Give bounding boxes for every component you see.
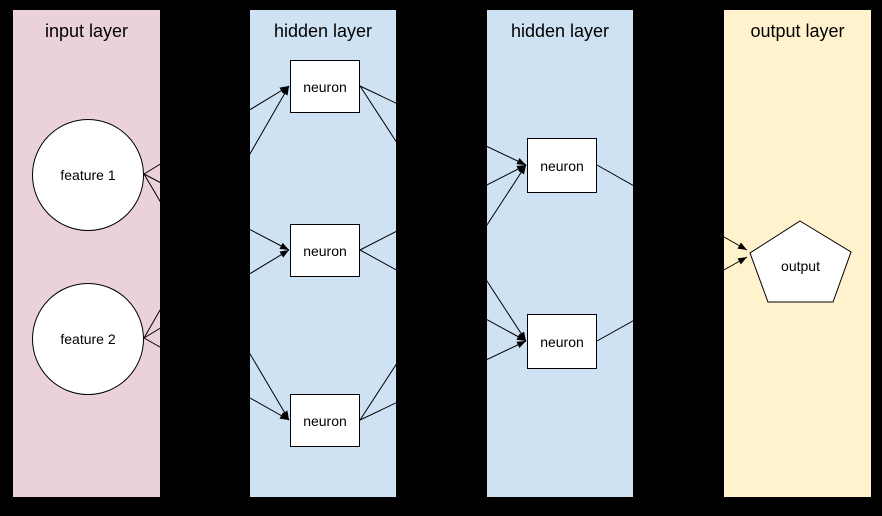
node-feature-1: feature 1 [32, 119, 144, 231]
node-hidden1-neuron-2: neuron [290, 224, 360, 277]
node-feature-2: feature 2 [32, 283, 144, 395]
layer-title-output: output layer [750, 21, 845, 41]
layer-panel-input: input layer [13, 10, 160, 497]
pentagon-shape [749, 220, 852, 303]
node-label-feature-1: feature 1 [60, 167, 116, 183]
node-hidden2-neuron-1: neuron [527, 138, 597, 193]
node-label-hidden1-neuron-2: neuron [303, 242, 347, 259]
layer-title-hidden-1: hidden layer [273, 21, 373, 41]
pentagon-icon [749, 220, 852, 303]
node-label-hidden1-neuron-1: neuron [303, 78, 347, 95]
node-label-output: output [781, 258, 820, 275]
layer-panel-hidden-2: hidden layer [487, 10, 633, 497]
layer-title-input: input layer [44, 21, 129, 41]
node-label-hidden2-neuron-1: neuron [540, 157, 584, 174]
node-label-hidden1-neuron-3: neuron [303, 412, 347, 429]
node-output: output [749, 220, 852, 303]
node-hidden2-neuron-2: neuron [527, 314, 597, 369]
node-label-feature-2: feature 2 [60, 331, 116, 347]
node-label-hidden2-neuron-2: neuron [540, 333, 584, 350]
node-hidden1-neuron-1: neuron [290, 60, 360, 113]
layer-title-hidden-2: hidden layer [510, 21, 610, 41]
node-hidden1-neuron-3: neuron [290, 394, 360, 447]
